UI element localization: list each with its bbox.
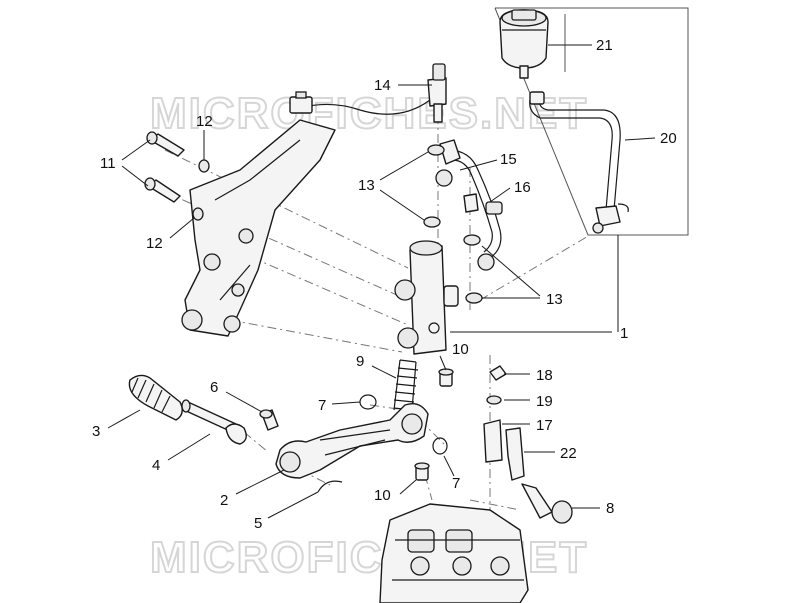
callout-1: 1 — [620, 325, 628, 342]
footrest-bracket — [181, 119, 336, 337]
callout-10b: 10 — [374, 487, 391, 504]
brake-pedal-lever — [275, 402, 429, 479]
footpeg-rubber — [128, 374, 183, 421]
callout-18: 18 — [536, 367, 553, 384]
callout-labels: 1 2 3 4 5 6 7 7 8 9 10 10 11 12 12 13 13… — [92, 37, 677, 532]
callout-16: 16 — [514, 179, 531, 196]
reservoir-group-box — [494, 7, 689, 236]
banjo-bolt — [463, 193, 503, 215]
brake-light-switch — [289, 63, 447, 123]
callout-2: 2 — [220, 492, 228, 509]
callout-15: 15 — [500, 151, 517, 168]
callout-7a: 7 — [318, 397, 326, 414]
callout-5: 5 — [254, 515, 262, 532]
callout-4: 4 — [152, 457, 160, 474]
lever-screw — [259, 409, 279, 431]
callout-22: 22 — [560, 445, 577, 462]
callout-14: 14 — [374, 77, 391, 94]
pivot-pin — [521, 483, 573, 524]
return-spring — [393, 359, 419, 411]
reservoir-hose — [529, 91, 629, 234]
brake-fluid-reservoir — [499, 9, 549, 79]
callout-21: 21 — [596, 37, 613, 54]
leader-lines — [107, 44, 656, 519]
callout-13b: 13 — [546, 291, 563, 308]
watermark-top: MICROFICHES.NET — [150, 89, 588, 138]
retaining-clip — [317, 480, 343, 493]
callout-13a: 13 — [358, 177, 375, 194]
callout-10a: 10 — [452, 341, 469, 358]
callout-9: 9 — [356, 353, 364, 370]
callout-11: 11 — [100, 155, 116, 172]
engine-housing — [379, 503, 529, 603]
footpeg-pin — [181, 399, 247, 445]
callout-7b: 7 — [452, 475, 460, 492]
callout-6: 6 — [210, 379, 218, 396]
bracket-screws — [144, 131, 185, 203]
brake-master-cylinder — [394, 240, 459, 355]
brake-switch-parts — [483, 365, 525, 481]
callout-20: 20 — [660, 130, 677, 147]
callout-12a: 12 — [196, 113, 213, 130]
master-cylinder-hose — [435, 139, 502, 271]
callout-12b: 12 — [146, 235, 163, 252]
callout-19: 19 — [536, 393, 553, 410]
bracket-washers — [192, 159, 210, 221]
callout-8: 8 — [606, 500, 614, 517]
callout-3: 3 — [92, 423, 100, 440]
callout-17: 17 — [536, 417, 553, 434]
